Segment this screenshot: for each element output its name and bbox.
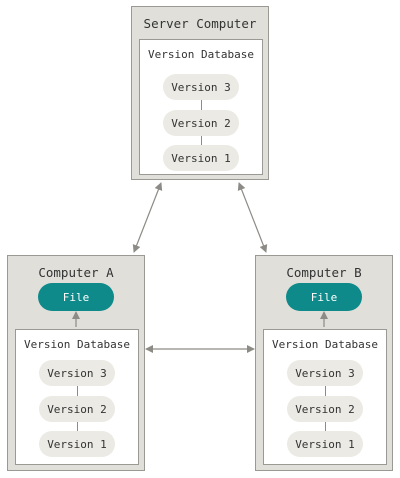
computer-b: Computer B File Version Database Version…	[255, 255, 393, 471]
computer-a-title: Computer A	[38, 265, 114, 280]
sync-arrow-server-computer-a	[132, 182, 163, 253]
computer-b-database-title: Version Database	[272, 338, 378, 351]
computer-b-file: File	[286, 283, 362, 311]
sync-arrow-server-computer-b	[237, 182, 268, 253]
computer-b-version-1: Version 1	[287, 431, 363, 457]
server-version-1: Version 1	[163, 145, 239, 171]
computer-a-version-1: Version 1	[39, 431, 115, 457]
computer-b-version-3: Version 3	[287, 360, 363, 386]
computer-a-file: File	[38, 283, 114, 311]
computer-b-version-database: Version Database Version 3 Version 2 Ver…	[263, 329, 387, 465]
computer-a: Computer A File Version Database Version…	[7, 255, 145, 471]
server-computer-title: Server Computer	[143, 16, 257, 31]
computer-a-version-2: Version 2	[39, 396, 115, 422]
computer-a-version-database: Version Database Version 3 Version 2 Ver…	[15, 329, 139, 465]
server-database-title: Version Database	[148, 48, 254, 61]
computer-b-version-2: Version 2	[287, 396, 363, 422]
server-version-database: Version Database Version 3 Version 2 Ver…	[139, 39, 263, 175]
server-computer: Server Computer Version Database Version…	[131, 6, 269, 180]
computer-a-database-title: Version Database	[24, 338, 130, 351]
computer-b-title: Computer B	[286, 265, 362, 280]
server-version-2: Version 2	[163, 110, 239, 136]
computer-a-version-3: Version 3	[39, 360, 115, 386]
server-version-3: Version 3	[163, 74, 239, 100]
